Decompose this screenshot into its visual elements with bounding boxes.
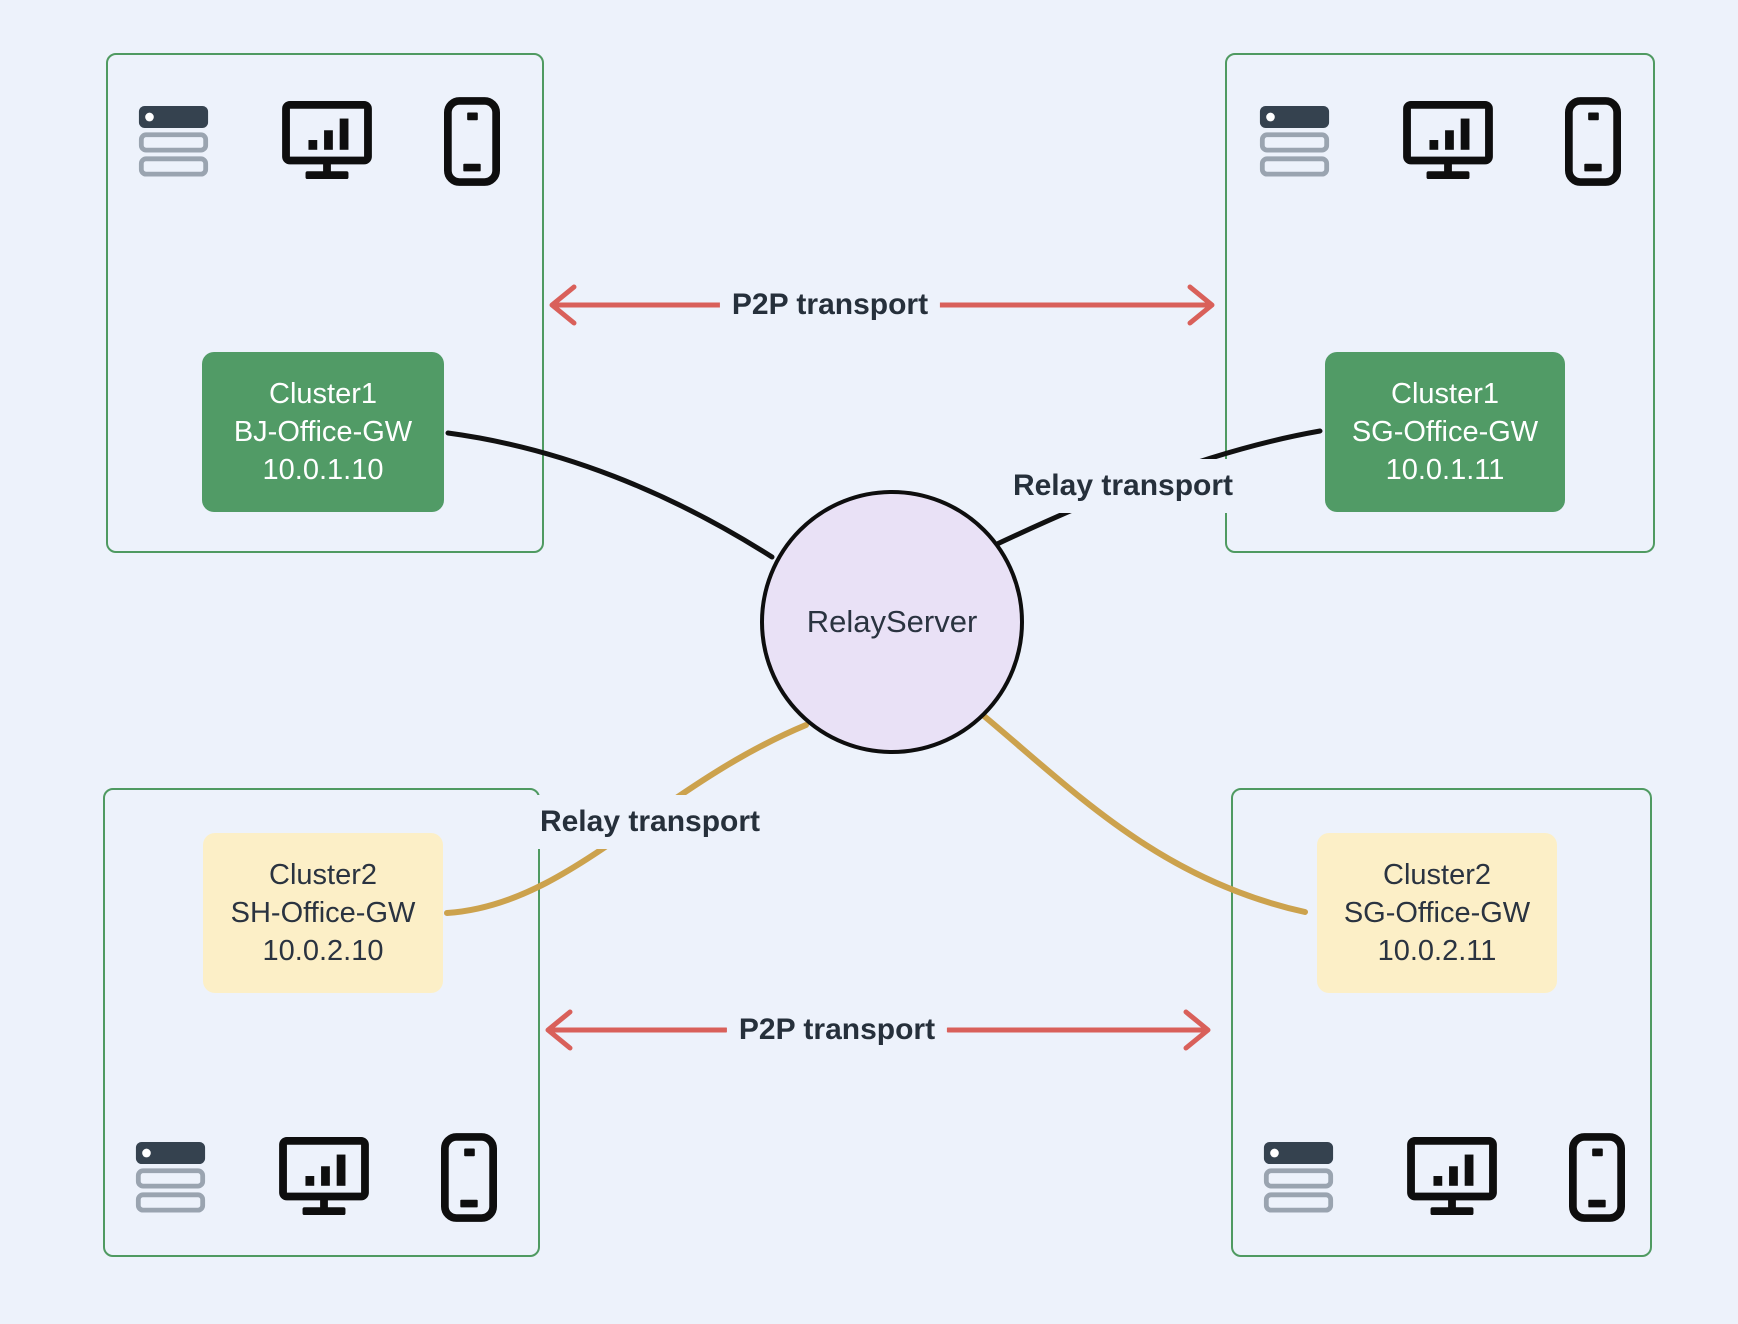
gateway-node-sh-office: Cluster2 SH-Office-GW 10.0.2.10: [203, 833, 443, 993]
gateway-node-sg-office-c1: Cluster1 SG-Office-GW 10.0.1.11: [1325, 352, 1565, 512]
device-icons-top-left: [137, 97, 500, 185]
gateway-name: BJ-Office-GW: [233, 416, 413, 448]
smartphone-icon: [1565, 97, 1621, 186]
gateway-name: SG-Office-GW: [1351, 416, 1539, 448]
p2p-transport-label-top: P2P transport: [719, 278, 941, 332]
gateway-node-bj-office: Cluster1 BJ-Office-GW 10.0.1.10: [202, 352, 444, 512]
server-icon: [137, 104, 210, 179]
server-icon: [134, 1140, 207, 1215]
cluster-box-bottom-right: [1231, 788, 1652, 1257]
gateway-name: SG-Office-GW: [1343, 897, 1531, 929]
smartphone-icon: [441, 1133, 497, 1222]
cluster-name: Cluster2: [269, 859, 377, 891]
arrowhead-right-icon: [1187, 284, 1215, 326]
cluster-name: Cluster2: [1383, 859, 1491, 891]
cluster-name: Cluster1: [1391, 378, 1499, 410]
device-icons-bottom-right: [1262, 1133, 1625, 1221]
arrowhead-right-icon: [1183, 1009, 1211, 1051]
gateway-name: SH-Office-GW: [230, 897, 416, 929]
cluster-box-top-left: [106, 53, 544, 553]
gateway-ip: 10.0.1.11: [1385, 454, 1505, 486]
monitor-icon: [279, 1137, 369, 1217]
cluster-name: Cluster1: [269, 378, 377, 410]
monitor-icon: [1407, 1137, 1497, 1217]
p2p-transport-label-bottom: P2P transport: [726, 1003, 948, 1057]
gateway-ip: 10.0.2.11: [1377, 935, 1497, 967]
relay-transport-label-top: Relay transport: [1000, 459, 1246, 513]
device-icons-bottom-left: [134, 1133, 497, 1221]
gateway-ip: 10.0.2.10: [262, 935, 384, 967]
smartphone-icon: [1569, 1133, 1625, 1222]
device-icons-top-right: [1258, 97, 1621, 185]
cluster-box-top-right: [1225, 53, 1655, 553]
arrowhead-left-icon: [545, 1009, 573, 1051]
cluster-box-bottom-left: [103, 788, 540, 1257]
relay-server-node: RelayServer: [760, 490, 1024, 754]
monitor-icon: [1403, 101, 1493, 181]
relay-transport-label-bottom: Relay transport: [527, 795, 773, 849]
server-icon: [1262, 1140, 1335, 1215]
arrowhead-left-icon: [549, 284, 577, 326]
monitor-icon: [282, 101, 372, 181]
smartphone-icon: [444, 97, 500, 186]
server-icon: [1258, 104, 1331, 179]
gateway-ip: 10.0.1.10: [262, 454, 384, 486]
relay-server-label: RelayServer: [806, 604, 978, 639]
gateway-node-sg-office-c2: Cluster2 SG-Office-GW 10.0.2.11: [1317, 833, 1557, 993]
